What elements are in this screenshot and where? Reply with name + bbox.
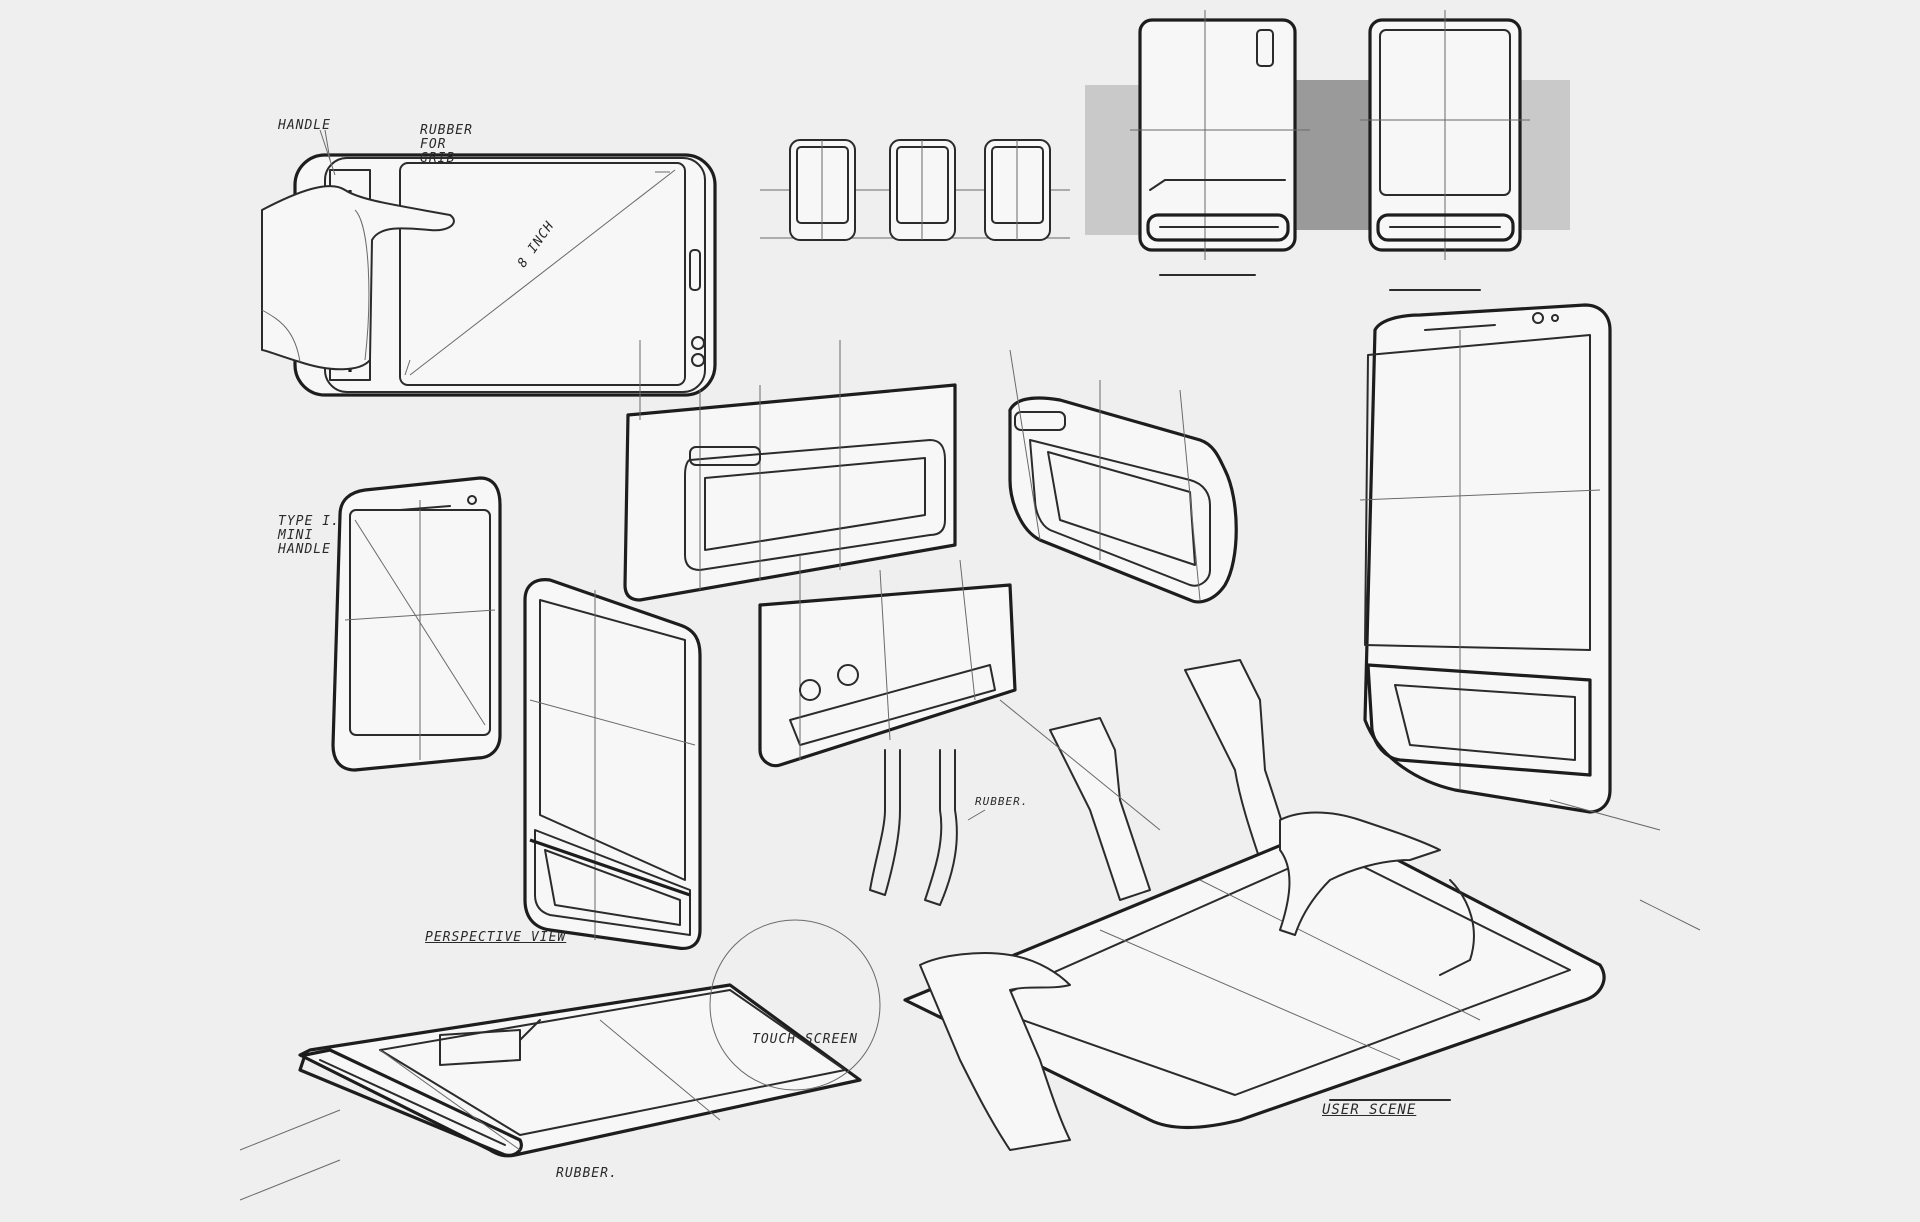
user-scene (903, 811, 1606, 1151)
construction-lines (239, 699, 1701, 1201)
tablet-with-slot (298, 919, 881, 1158)
small-screens-row (760, 139, 1070, 241)
handle-closeup-1 (623, 340, 957, 602)
portrait-tablet-large (1359, 303, 1612, 814)
handle-closeup-3 (758, 555, 1017, 768)
label-user-scene: USER SCENE (1322, 1102, 1417, 1118)
label-rubber-bottom: RUBBER. (556, 1166, 618, 1181)
label-rubber-side: RUBBER. (975, 795, 1029, 808)
label-handle: HANDLE (278, 118, 331, 133)
label-perspective-view: PERSPECTIVE VIEW (425, 930, 567, 945)
label-touch-screen: TOUCH SCREEN (752, 1032, 858, 1047)
rubber-section-pieces (869, 749, 986, 906)
foam-blocks (1049, 659, 1291, 901)
front-back-views (1085, 10, 1570, 291)
label-type-mini-handle: TYPE I. MINI HANDLE (278, 514, 340, 557)
handle-closeup-2 (1008, 349, 1238, 604)
mini-handle-phone (331, 476, 502, 772)
perspective-view-tablet (523, 578, 702, 951)
landscape-tablet-sketch (261, 129, 717, 397)
label-rubber-for-grip: RUBBER FOR GRIB (420, 123, 473, 166)
